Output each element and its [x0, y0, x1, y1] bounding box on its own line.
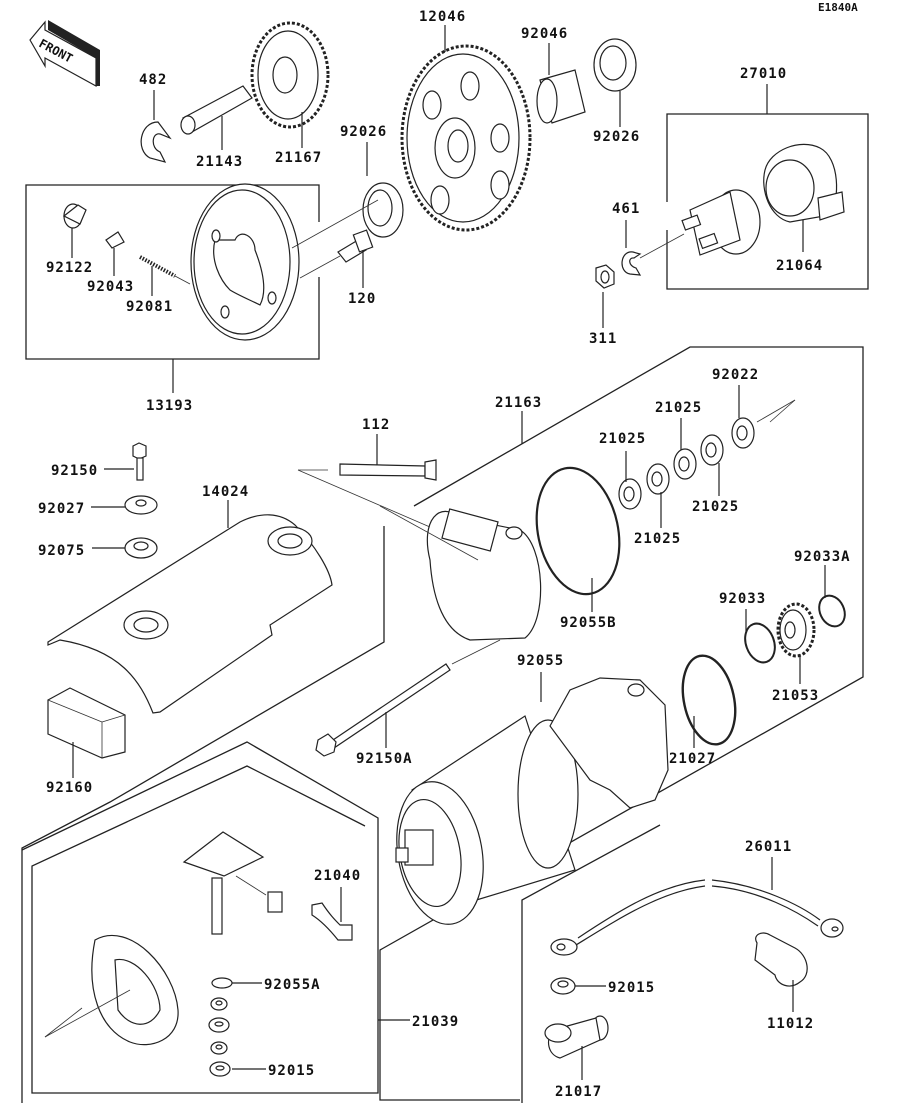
part-21025-washer-3[interactable]: 21025 [655, 400, 702, 480]
cable-area-outline [521, 824, 661, 1103]
part-92027[interactable]: 92027 [38, 495, 158, 517]
part-482[interactable]: 482 [139, 72, 172, 163]
part-21025-washer-4[interactable]: 21025 [692, 434, 739, 515]
starter-assembly-outline [379, 346, 864, 1101]
part-461[interactable]: 461 [612, 201, 642, 276]
part-21163-end-cover[interactable] [379, 505, 542, 641]
label-92055B: 92055B [560, 615, 617, 631]
label-21163: 21163 [495, 395, 542, 411]
part-92075[interactable]: 92075 [38, 537, 158, 559]
label-21040: 21040 [314, 868, 361, 884]
label-92026-right: 92026 [593, 129, 640, 145]
label-27010: 27010 [740, 66, 787, 82]
label-21143: 21143 [196, 154, 243, 170]
part-21025-washer-2[interactable]: 21025 [634, 463, 681, 547]
label-92055A: 92055A [264, 977, 321, 993]
part-92015-right[interactable]: 92015 [550, 977, 655, 996]
label-311: 311 [589, 331, 617, 347]
part-21039-assembly[interactable]: 21039 21040 92055A 92015 [21, 741, 459, 1094]
label-21025-2: 21025 [634, 531, 681, 547]
part-26011[interactable]: 26011 [550, 839, 844, 956]
label-21025-1: 21025 [599, 431, 646, 447]
label-92081: 92081 [126, 299, 173, 315]
label-92033: 92033 [719, 591, 766, 607]
label-461: 461 [612, 201, 640, 217]
front-arrow-icon: FRONT [29, 20, 100, 88]
label-482: 482 [139, 72, 167, 88]
label-21039: 21039 [412, 1014, 459, 1030]
label-11012: 11012 [767, 1016, 814, 1032]
part-92150[interactable]: 92150 [51, 442, 147, 481]
label-21025-4: 21025 [692, 499, 739, 515]
label-92150: 92150 [51, 463, 98, 479]
part-92022[interactable]: 92022 [712, 367, 796, 449]
label-13193: 13193 [146, 398, 193, 414]
label-21017: 21017 [555, 1084, 602, 1100]
label-92022: 92022 [712, 367, 759, 383]
label-112: 112 [362, 417, 390, 433]
part-92046[interactable]: 92046 [521, 26, 586, 124]
label-21053: 21053 [772, 688, 819, 704]
label-14024: 14024 [202, 484, 249, 500]
part-21143[interactable]: 21143 [180, 85, 253, 170]
part-92033[interactable]: 92033 [719, 591, 780, 667]
part-27010-assembly[interactable]: 27010 21064 [639, 66, 869, 290]
part-92055B[interactable]: 92055B [526, 460, 631, 631]
part-311[interactable]: 311 [589, 264, 617, 347]
part-21053[interactable]: 21053 [772, 602, 819, 704]
label-92033A: 92033A [794, 549, 851, 565]
label-92015-right: 92015 [608, 980, 655, 996]
part-21027[interactable]: 21027 [669, 651, 743, 767]
part-11012[interactable]: 11012 [754, 932, 814, 1032]
label-12046: 12046 [419, 9, 466, 25]
label-92122: 92122 [46, 260, 93, 276]
label-26011: 26011 [745, 839, 792, 855]
part-13193-assembly[interactable]: 13193 92122 92043 92081 [25, 183, 379, 414]
part-21017[interactable]: 21017 [544, 1015, 609, 1100]
part-92150A[interactable]: 92150A [315, 663, 451, 767]
label-92046: 92046 [521, 26, 568, 42]
brush-assembly-outer-outline [21, 526, 385, 1103]
label-92055: 92055 [517, 653, 564, 669]
part-120[interactable]: 120 [337, 229, 376, 307]
label-92015-left: 92015 [268, 1063, 315, 1079]
part-92160[interactable]: 92160 [46, 687, 126, 796]
part-12046[interactable]: 12046 [400, 9, 532, 232]
diagram-code: E1840A [818, 1, 858, 14]
part-21167[interactable]: 21167 [250, 21, 330, 166]
label-92043: 92043 [87, 279, 134, 295]
label-21025-3: 21025 [655, 400, 702, 416]
label-21027: 21027 [669, 751, 716, 767]
label-92075: 92075 [38, 543, 85, 559]
label-120: 120 [348, 291, 376, 307]
part-starter-motor[interactable]: 92055 [386, 639, 669, 931]
label-21064: 21064 [776, 258, 823, 274]
part-21025-washer-1[interactable]: 21025 [599, 431, 646, 510]
label-92160: 92160 [46, 780, 93, 796]
label-92150A: 92150A [356, 751, 413, 767]
label-92027: 92027 [38, 501, 85, 517]
part-14024[interactable]: 14024 [47, 484, 333, 714]
part-92033A[interactable]: 92033A [794, 549, 851, 631]
part-92026-left[interactable]: 92026 [340, 124, 404, 238]
part-92026-right[interactable]: 92026 [593, 38, 640, 145]
label-21167: 21167 [275, 150, 322, 166]
label-92026-left: 92026 [340, 124, 387, 140]
